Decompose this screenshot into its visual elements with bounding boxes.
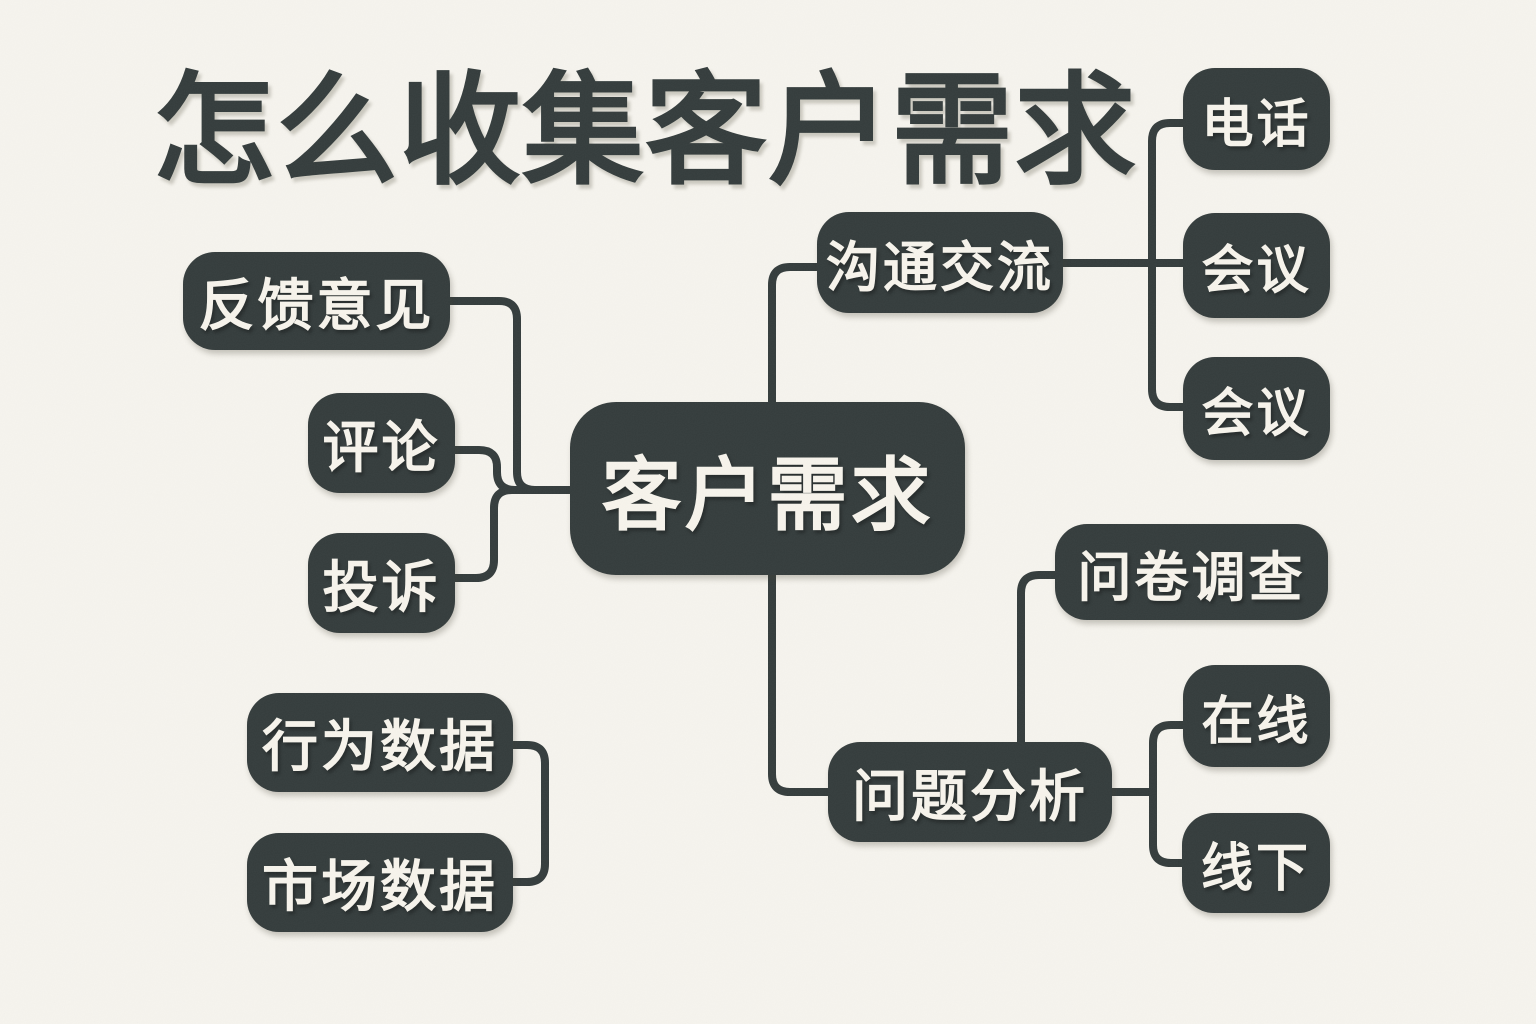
node-market-data: 市场数据 [247, 833, 513, 932]
node-feedback: 反馈意见 [183, 252, 450, 350]
node-phone: 电话 [1183, 68, 1330, 170]
node-complaint: 投诉 [308, 533, 455, 633]
node-customer-needs-label: 客户需求 [601, 450, 934, 540]
node-meeting-1: 会议 [1183, 213, 1330, 318]
node-online-label: 在线 [1201, 692, 1312, 751]
node-market-data-label: 市场数据 [262, 855, 498, 918]
node-communication-label: 沟通交流 [826, 238, 1054, 298]
node-problem-analysis: 问题分析 [828, 742, 1112, 842]
node-behavior-data-label: 行为数据 [262, 715, 498, 778]
page-title: 怎么收集客户需求 [153, 62, 1137, 199]
connector-complaint-to-center [449, 486, 578, 582]
node-communication: 沟通交流 [817, 212, 1063, 313]
node-complaint-label: 投诉 [322, 555, 441, 619]
node-offline-label: 线下 [1200, 839, 1311, 898]
node-meeting-2: 会议 [1183, 357, 1330, 460]
node-survey-label: 问卷调查 [1077, 547, 1306, 608]
node-problem-analysis-label: 问题分析 [852, 764, 1088, 828]
node-behavior-data: 行为数据 [247, 693, 513, 792]
connector-feedback-to-center [446, 297, 578, 494]
node-survey: 问卷调查 [1055, 524, 1328, 620]
node-comment-label: 评论 [322, 415, 441, 479]
connector-behavior-market-bracket [505, 741, 549, 886]
node-meeting-1-label: 会议 [1201, 242, 1312, 300]
node-feedback-label: 反馈意见 [198, 273, 435, 337]
node-online: 在线 [1183, 665, 1330, 767]
connector-center-to-analysis [768, 567, 836, 796]
node-offline: 线下 [1182, 813, 1330, 913]
connector-survey-to-analysis [1017, 571, 1062, 750]
node-meeting-2-label: 会议 [1201, 385, 1312, 443]
node-comment: 评论 [308, 393, 455, 493]
connector-center-to-communication [768, 263, 825, 410]
node-phone-label: 电话 [1201, 95, 1312, 154]
node-customer-needs: 客户需求 [570, 402, 965, 575]
